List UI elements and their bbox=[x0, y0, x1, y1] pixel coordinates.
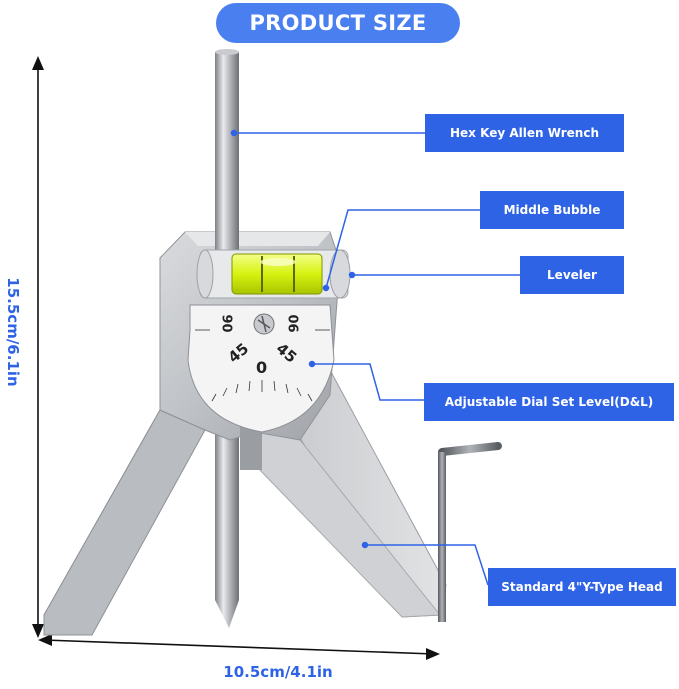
width-dimension-line bbox=[43, 639, 435, 655]
height-dimension-label: 15.5cm/6.1in bbox=[4, 277, 22, 387]
callout-y-head: Standard 4"Y-Type Head bbox=[488, 568, 676, 606]
callout-leveler: Leveler bbox=[520, 256, 624, 294]
callout-hex-key: Hex Key Allen Wrench bbox=[425, 114, 624, 152]
callout-lines bbox=[230, 129, 520, 586]
callout-middle-bubble: Middle Bubble bbox=[480, 191, 624, 229]
dial-ticks bbox=[195, 329, 330, 402]
dial-label-right-90: 90 bbox=[287, 314, 303, 333]
width-dimension-label: 10.5cm/4.1in bbox=[223, 663, 333, 681]
callout-dial: Adjustable Dial Set Level(D&L) bbox=[424, 383, 674, 421]
dial-label-left-90: 90 bbox=[218, 314, 234, 333]
page-title: PRODUCT SIZE bbox=[216, 3, 460, 43]
dial-label-zero: 0 bbox=[256, 358, 268, 377]
